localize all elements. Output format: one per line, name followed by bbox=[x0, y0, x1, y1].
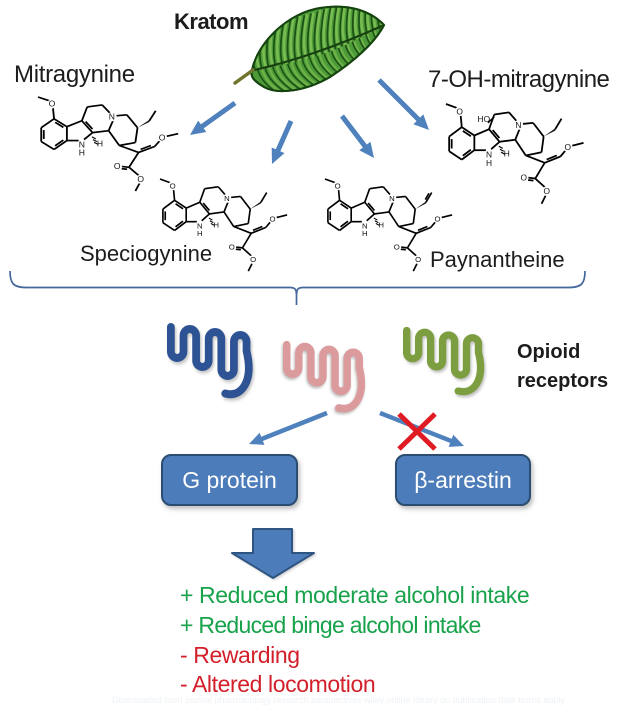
svg-text:O: O bbox=[159, 134, 166, 143]
svg-text:N: N bbox=[362, 221, 368, 230]
svg-text:H: H bbox=[97, 140, 103, 149]
svg-text:N: N bbox=[79, 141, 85, 150]
svg-text:O: O bbox=[394, 243, 400, 252]
svg-text:N: N bbox=[197, 221, 203, 230]
svg-text:O: O bbox=[250, 255, 256, 264]
svg-text:O: O bbox=[544, 186, 551, 196]
svg-text:O: O bbox=[456, 106, 463, 116]
svg-text:H: H bbox=[362, 229, 368, 238]
svg-text:O: O bbox=[415, 255, 421, 264]
svg-text:H: H bbox=[79, 149, 85, 158]
svg-text:H: H bbox=[378, 221, 384, 230]
svg-text:H: H bbox=[504, 149, 510, 159]
svg-text:O: O bbox=[435, 214, 441, 223]
svg-text:N: N bbox=[515, 120, 521, 130]
svg-text:O: O bbox=[270, 214, 276, 223]
svg-text:O: O bbox=[565, 142, 572, 152]
svg-text:N: N bbox=[109, 113, 115, 122]
svg-text:H: H bbox=[486, 158, 492, 168]
svg-text:HO: HO bbox=[478, 114, 491, 124]
svg-text:N: N bbox=[486, 149, 492, 159]
svg-text:O: O bbox=[229, 243, 235, 252]
svg-text:O: O bbox=[49, 100, 56, 109]
svg-text:O: O bbox=[335, 182, 341, 191]
svg-text:N: N bbox=[224, 194, 230, 203]
svg-text:O: O bbox=[137, 175, 144, 184]
svg-text:N: N bbox=[389, 194, 395, 203]
svg-text:O: O bbox=[170, 182, 176, 191]
svg-text:H: H bbox=[197, 229, 203, 238]
svg-text:H: H bbox=[213, 221, 219, 230]
svg-text:O: O bbox=[520, 172, 527, 182]
svg-text:O: O bbox=[114, 162, 121, 171]
